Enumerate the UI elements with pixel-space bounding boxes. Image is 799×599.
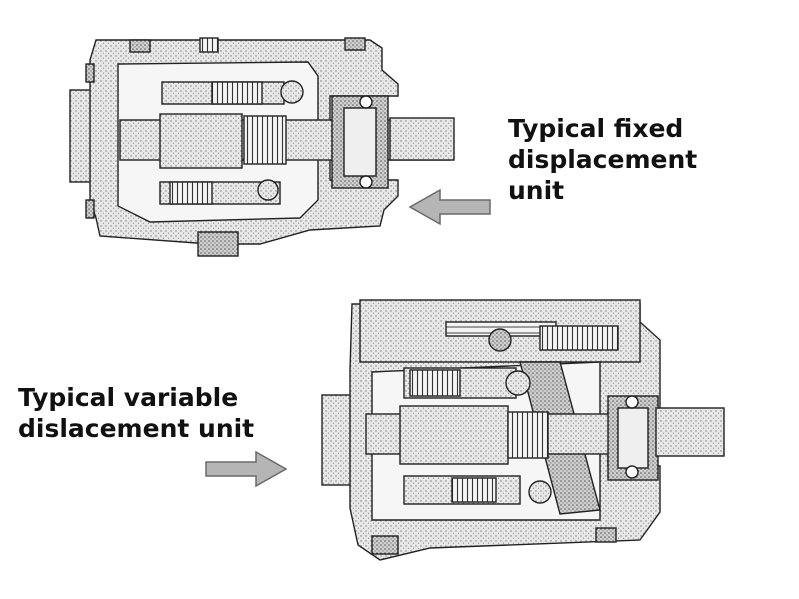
fixed-unit-label-line-2: displacement <box>508 145 698 174</box>
fixed-unit-ball-bottom <box>257 179 279 201</box>
variable-unit-piston-top-coil <box>409 369 461 397</box>
variable-unit-end-flange <box>321 394 353 486</box>
variable-unit-spline <box>507 411 549 459</box>
fixed-unit-side-bolt-bottom <box>85 199 95 219</box>
variable-unit-label: Typical variable dislacement unit <box>18 382 318 444</box>
variable-unit-control-spool <box>539 325 619 351</box>
variable-unit-arrow <box>205 450 288 488</box>
fixed-unit-drawing <box>69 37 455 257</box>
fixed-unit-spline <box>243 115 287 165</box>
variable-unit-cylinder-block <box>399 405 509 465</box>
fixed-unit-arrow <box>408 188 491 226</box>
variable-unit-output-shaft <box>655 407 725 457</box>
variable-unit-bottom-bolt-2 <box>595 527 617 543</box>
fixed-unit-label-line-1: Typical fixed <box>508 114 684 143</box>
variable-unit-label-line-2: dislacement unit <box>18 414 255 443</box>
variable-unit-piston-bottom-coil <box>451 477 497 503</box>
fixed-unit-bearing-ball-top <box>359 95 373 109</box>
variable-unit-control-ball <box>488 328 512 352</box>
fixed-unit-drain-plug <box>197 231 239 257</box>
variable-unit-bearing-ball-top <box>625 395 639 409</box>
variable-unit-bearing-race <box>617 407 649 469</box>
fixed-unit-top-bolt-2 <box>199 37 219 53</box>
fixed-unit-label-line-3: unit <box>508 176 565 205</box>
fixed-unit-output-shaft <box>389 117 455 161</box>
fixed-unit-cylinder-block <box>159 113 243 169</box>
fixed-unit-piston-bottom-coil <box>169 181 213 205</box>
fixed-unit-top-bolt-3 <box>344 37 366 51</box>
fixed-unit-top-bolt-1 <box>129 39 151 53</box>
variable-unit-drawing <box>321 299 725 561</box>
variable-unit-ball-top <box>505 370 531 396</box>
fixed-unit-piston-top-coil <box>211 81 263 105</box>
fixed-unit-bearing-race <box>343 107 377 177</box>
fixed-unit-label: Typical fixed displacement unit <box>508 113 778 206</box>
variable-unit-bottom-bolt-1 <box>371 535 399 555</box>
fixed-unit-bearing-ball-bottom <box>359 175 373 189</box>
fixed-unit-side-bolt-top <box>85 63 95 83</box>
variable-unit-bearing-ball-bottom <box>625 465 639 479</box>
variable-unit-label-line-1: Typical variable <box>18 383 239 412</box>
fixed-unit-ball-top <box>280 80 304 104</box>
variable-unit-ball-bottom <box>528 480 552 504</box>
